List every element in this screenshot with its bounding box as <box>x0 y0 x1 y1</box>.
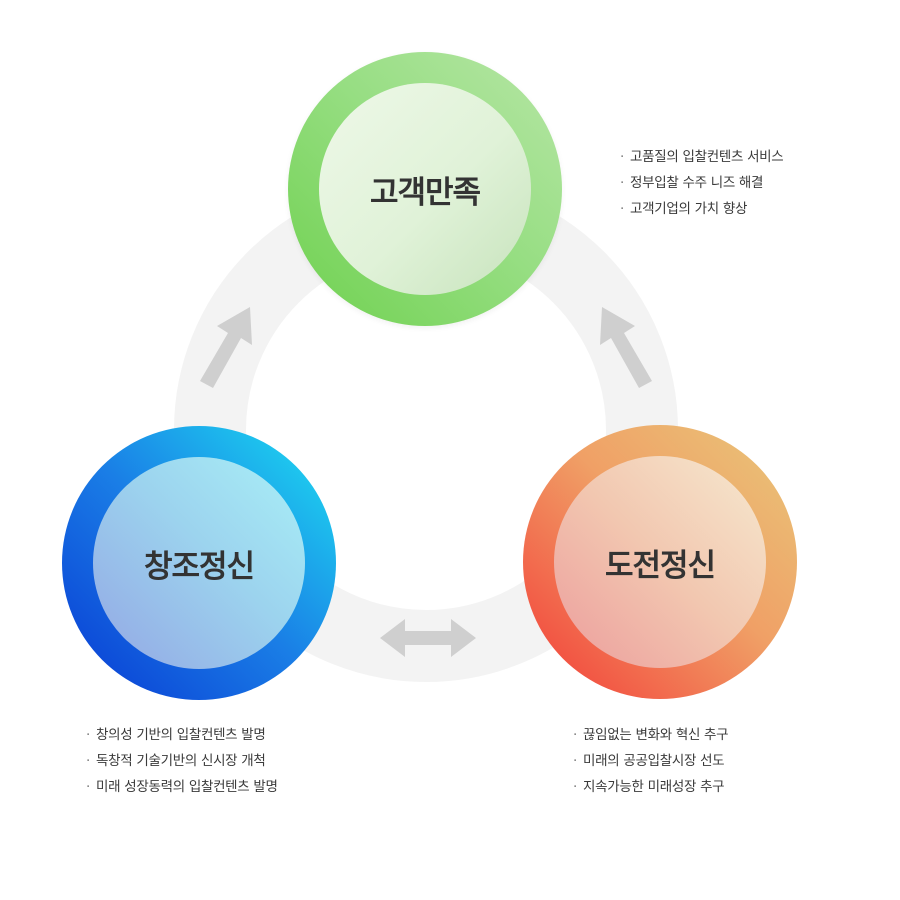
node-inner-circle: 도전정신 <box>554 456 766 668</box>
bullet-marker: · <box>86 727 90 743</box>
list-item: · 고품질의 입찰컨텐츠 서비스 <box>620 144 784 170</box>
bullet-list-challenge-spirit: · 끊임없는 변화와 혁신 추구 · 미래의 공공입찰시장 선도 · 지속가능한 미래… <box>573 722 729 800</box>
node-inner-circle: 창조정신 <box>93 457 305 669</box>
node-label: 도전정신 <box>604 547 716 584</box>
node-inner-circle: 고객만족 <box>319 83 531 295</box>
list-item: · 끊임없는 변화와 혁신 추구 <box>573 722 729 748</box>
list-item: · 정부입찰 수주 니즈 해결 <box>620 170 783 196</box>
bullet-marker: · <box>573 779 577 795</box>
bullet-marker: · <box>573 753 577 769</box>
arrow-up-left-icon <box>600 307 652 388</box>
list-item: · 미래의 공공입찰시장 선도 <box>573 748 728 774</box>
bullet-text: 미래의 공공입찰시장 선도 <box>583 753 725 769</box>
bullet-marker: · <box>620 201 624 217</box>
list-item: · 지속가능한 미래성장 추구 <box>573 774 728 800</box>
node-creative-spirit: 창조정신 <box>62 426 336 700</box>
bullet-marker: · <box>86 753 90 769</box>
list-item: · 독창적 기술기반의 신시장 개척 <box>86 748 278 774</box>
bullet-text: 정부입찰 수주 니즈 해결 <box>630 175 764 191</box>
bullet-marker: · <box>620 149 624 165</box>
node-customer-satisfaction: 고객만족 <box>288 52 562 326</box>
double-arrow-horizontal-icon <box>380 619 476 657</box>
bullet-text: 고객기업의 가치 향상 <box>630 201 748 217</box>
bullet-text: 고품질의 입찰컨텐츠 서비스 <box>630 149 784 165</box>
list-item: · 고객기업의 가치 향상 <box>620 196 783 222</box>
bullet-marker: · <box>573 727 577 743</box>
node-label: 고객만족 <box>369 174 481 211</box>
bullet-marker: · <box>86 779 90 795</box>
node-challenge-spirit: 도전정신 <box>523 425 797 699</box>
list-item: · 창의성 기반의 입찰컨텐츠 발명 <box>86 722 278 748</box>
node-label: 창조정신 <box>143 548 255 585</box>
bullet-text: 미래 성장동력의 입찰컨텐츠 발명 <box>96 779 278 795</box>
bullet-marker: · <box>620 175 624 191</box>
bullet-text: 지속가능한 미래성장 추구 <box>583 779 725 795</box>
bullet-list-creative-spirit: · 창의성 기반의 입찰컨텐츠 발명 · 독창적 기술기반의 신시장 개척 · 미래 … <box>86 722 278 800</box>
bullet-text: 창의성 기반의 입찰컨텐츠 발명 <box>96 727 266 743</box>
bullet-text: 끊임없는 변화와 혁신 추구 <box>583 727 729 743</box>
bullet-list-customer-satisfaction: · 고품질의 입찰컨텐츠 서비스 · 정부입찰 수주 니즈 해결 · 고객기업의 가치… <box>620 144 784 222</box>
bullet-text: 독창적 기술기반의 신시장 개척 <box>96 753 266 769</box>
list-item: · 미래 성장동력의 입찰컨텐츠 발명 <box>86 774 278 800</box>
arrow-up-right-icon <box>200 307 252 388</box>
